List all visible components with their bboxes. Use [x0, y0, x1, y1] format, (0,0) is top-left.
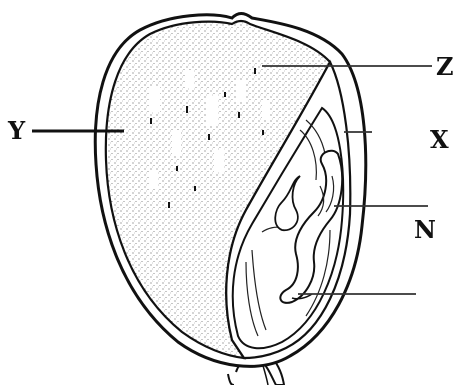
label-z: Z: [436, 55, 454, 79]
label-y: Y: [8, 119, 25, 143]
label-x: X: [430, 128, 449, 152]
label-n: N: [414, 218, 436, 242]
